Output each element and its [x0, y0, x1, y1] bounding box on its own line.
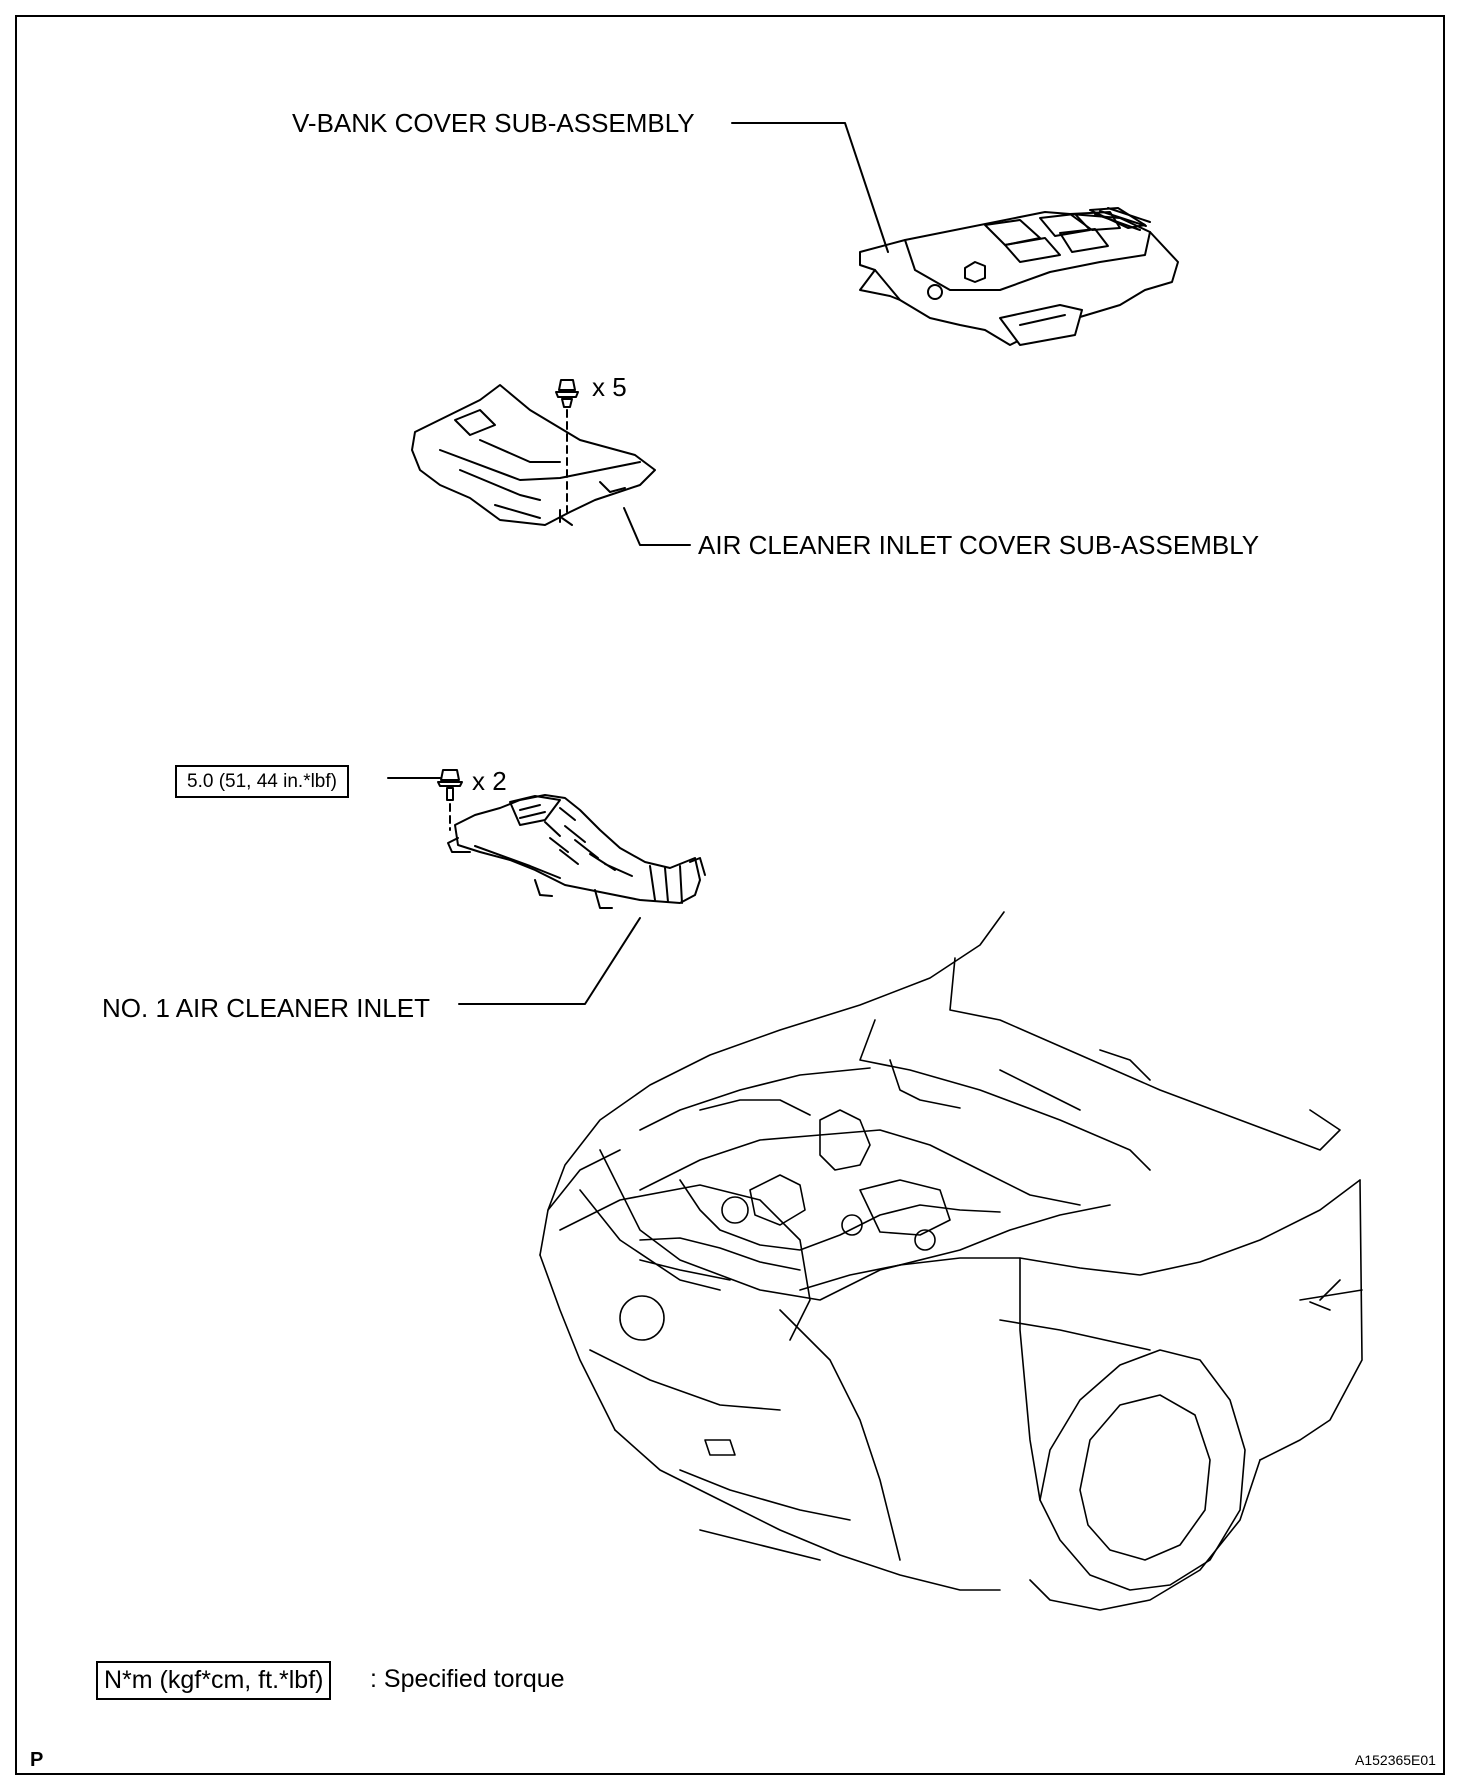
- inlet-cover-label: AIR CLEANER INLET COVER SUB-ASSEMBLY: [698, 530, 1260, 560]
- bolt-torque-spec: 5.0 (51, 44 in.*lbf): [175, 765, 349, 798]
- leader-air-cleaner-inlet: [458, 917, 641, 1005]
- air-cleaner-inlet-part: [447, 794, 706, 909]
- v-bank-cover-label: V-BANK COVER SUB-ASSEMBLY: [292, 108, 695, 138]
- bolt-fastener-icon: [437, 769, 463, 831]
- inlet-cover-part: [411, 384, 656, 526]
- vehicle-front-illustration: [539, 911, 1363, 1611]
- bolt-quantity: x 2: [472, 766, 507, 796]
- clip-quantity: x 5: [592, 372, 627, 402]
- diagram-frame: [15, 15, 1445, 1775]
- figure-code: A152365E01: [1355, 1752, 1436, 1768]
- leader-v-bank: [731, 122, 889, 253]
- corner-mark: P: [30, 1749, 44, 1771]
- air-cleaner-inlet-label: NO. 1 AIR CLEANER INLET: [102, 993, 430, 1023]
- leader-inlet-cover: [623, 507, 691, 546]
- torque-legend-description: : Specified torque: [370, 1665, 565, 1693]
- clip-fastener-icon: [555, 379, 579, 513]
- v-bank-cover-part: [859, 207, 1179, 346]
- torque-unit-legend: N*m (kgf*cm, ft.*lbf): [96, 1661, 332, 1700]
